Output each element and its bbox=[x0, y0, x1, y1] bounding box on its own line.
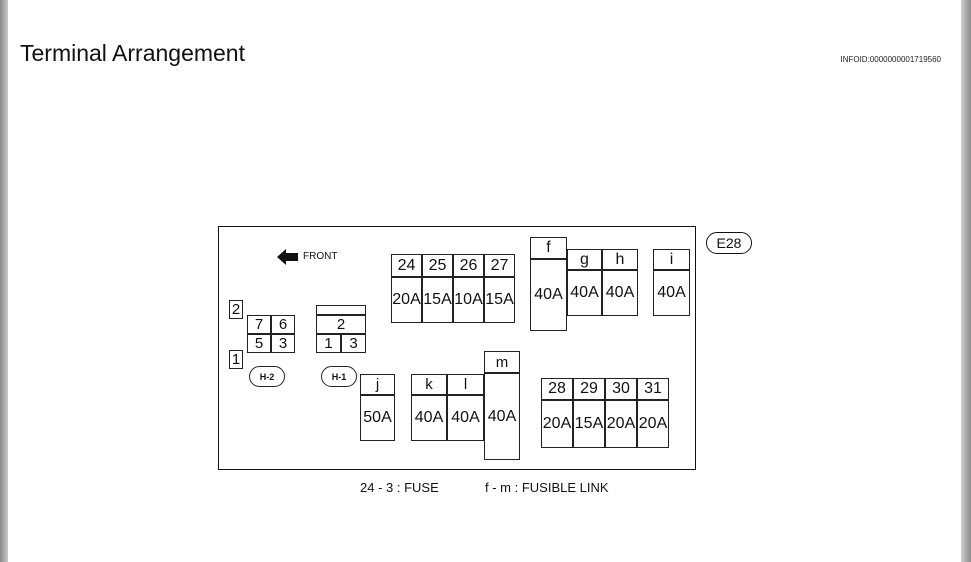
fuse-number: 26 bbox=[453, 254, 484, 277]
h1-cell: 1 bbox=[316, 334, 341, 353]
h1-cell: 3 bbox=[341, 334, 366, 353]
h2-connector-label: H-2 bbox=[249, 366, 285, 387]
link-letter: l bbox=[447, 374, 484, 395]
front-label: FRONT bbox=[303, 251, 338, 262]
fuse-rating: 15A bbox=[573, 400, 605, 448]
link-letter: k bbox=[411, 374, 447, 395]
left-window-edge bbox=[0, 0, 8, 562]
link-letter: h bbox=[602, 249, 638, 270]
fuse-number: 30 bbox=[605, 378, 637, 400]
fuse-number: 28 bbox=[541, 378, 573, 400]
fuse-number: 25 bbox=[422, 254, 453, 277]
right-window-edge bbox=[961, 0, 971, 562]
link-letter: f bbox=[530, 237, 567, 259]
link-rating: 40A bbox=[484, 373, 520, 460]
document-page: Terminal Arrangement INFOID:000000000171… bbox=[8, 0, 961, 562]
link-rating: 40A bbox=[602, 270, 638, 316]
fuse-rating: 20A bbox=[391, 277, 422, 323]
legend-fuse: 24 - 3 : FUSE bbox=[360, 480, 439, 495]
h2-terminal-bottom: 1 bbox=[229, 350, 243, 369]
h2-cell: 7 bbox=[247, 315, 271, 334]
h2-cell: 3 bbox=[271, 334, 295, 353]
h1-connector-label: H-1 bbox=[321, 366, 357, 387]
h2-terminal-top: 2 bbox=[229, 300, 243, 319]
fuse-block-diagram: FRONT 2 1 7 6 5 3 H-2 2 1 3 H-1 24 25 26… bbox=[218, 226, 696, 470]
fuse-rating: 20A bbox=[541, 400, 573, 448]
h1-header bbox=[316, 305, 366, 315]
link-rating: 40A bbox=[653, 270, 690, 316]
link-letter: m bbox=[484, 351, 520, 373]
connector-label: E28 bbox=[706, 232, 752, 254]
link-rating: 40A bbox=[530, 259, 567, 331]
info-id: INFOID:0000000001719560 bbox=[840, 55, 941, 64]
fuse-number: 31 bbox=[637, 378, 669, 400]
link-rating: 40A bbox=[411, 395, 447, 441]
front-arrow-icon bbox=[277, 249, 298, 265]
link-rating: 40A bbox=[447, 395, 484, 441]
fuse-rating: 15A bbox=[422, 277, 453, 323]
fuse-rating: 20A bbox=[637, 400, 669, 448]
h2-cell: 6 bbox=[271, 315, 295, 334]
fuse-rating: 10A bbox=[453, 277, 484, 323]
h1-cell: 2 bbox=[316, 315, 366, 334]
link-rating: 50A bbox=[360, 395, 395, 441]
h2-cell: 5 bbox=[247, 334, 271, 353]
page-title: Terminal Arrangement bbox=[20, 40, 245, 66]
fuse-rating: 20A bbox=[605, 400, 637, 448]
link-rating: 40A bbox=[567, 270, 602, 316]
link-letter: g bbox=[567, 249, 602, 270]
link-letter: i bbox=[653, 249, 690, 270]
fuse-number: 24 bbox=[391, 254, 422, 277]
legend-fusible-link: f - m : FUSIBLE LINK bbox=[485, 480, 609, 495]
link-letter: j bbox=[360, 374, 395, 395]
fuse-number: 29 bbox=[573, 378, 605, 400]
fuse-rating: 15A bbox=[484, 277, 515, 323]
fuse-number: 27 bbox=[484, 254, 515, 277]
